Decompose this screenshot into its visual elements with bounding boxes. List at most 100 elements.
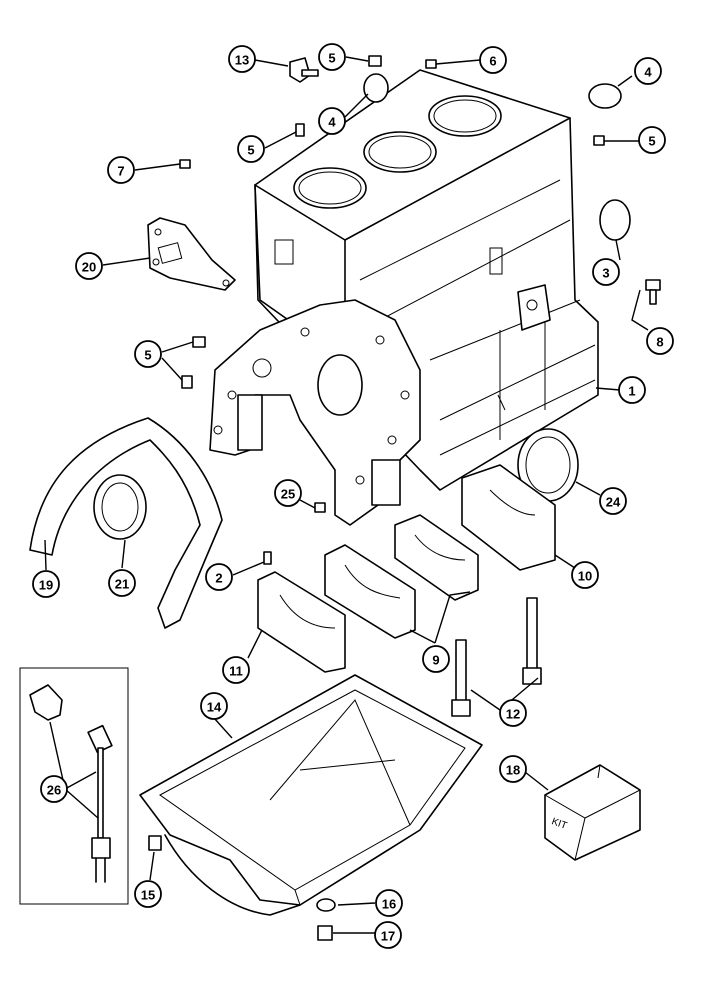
callout-circle [422, 645, 450, 673]
callout-20: 20 [75, 252, 103, 280]
callout-number: 7 [117, 164, 124, 179]
callout-10: 10 [571, 561, 599, 589]
callout-5: 5 [638, 126, 666, 154]
callout-number: 11 [229, 664, 243, 679]
callout-number: 25 [281, 487, 295, 502]
callout-circle [274, 479, 302, 507]
callout-5: 5 [134, 340, 162, 368]
callout-2: 2 [205, 563, 233, 591]
sensor-inset-26 [19, 667, 129, 905]
callout-4: 4 [318, 107, 346, 135]
callout-12: 12 [499, 699, 527, 727]
callout-circle [107, 156, 135, 184]
callout-1: 1 [618, 376, 646, 404]
gasket-19 [29, 417, 223, 629]
callout-circle [134, 880, 162, 908]
callout-number: 6 [489, 54, 496, 69]
bearing-cap-9a [394, 514, 479, 601]
callout-number: 5 [328, 51, 335, 66]
callout-number: 4 [328, 115, 336, 130]
callout-circle [228, 45, 256, 73]
callout-16: 16 [375, 889, 403, 917]
callout-number: 21 [115, 577, 129, 592]
callout-15: 15 [134, 880, 162, 908]
callout-number: 16 [382, 897, 396, 912]
callout-circle [108, 569, 136, 597]
callout-5: 5 [318, 43, 346, 71]
bearing-cap-11 [257, 571, 346, 673]
callout-18: 18 [499, 755, 527, 783]
callout-11: 11 [222, 656, 250, 684]
callout-number: 20 [82, 260, 96, 275]
callout-circle [40, 775, 68, 803]
callout-number: 4 [644, 65, 652, 80]
callout-circle [571, 561, 599, 589]
callout-number: 5 [648, 134, 655, 149]
callout-8: 8 [646, 327, 674, 355]
callout-number: 2 [215, 571, 222, 586]
callout-number: 18 [506, 763, 520, 778]
callout-circle [75, 252, 103, 280]
callout-circle [374, 921, 402, 949]
callout-circle [634, 57, 662, 85]
callout-9: 9 [422, 645, 450, 673]
callout-6: 6 [479, 46, 507, 74]
callout-circle [318, 107, 346, 135]
callout-number: 3 [602, 266, 609, 281]
callout-circle [375, 889, 403, 917]
bearing-cap-10 [461, 464, 556, 571]
callout-number: 9 [432, 653, 439, 668]
bearing-cap-9b [324, 544, 416, 639]
callout-number: 1 [628, 384, 635, 399]
kit-label: KIT [550, 816, 568, 832]
callout-number: 14 [207, 700, 222, 715]
callout-number: 5 [247, 143, 254, 158]
callout-circle [499, 699, 527, 727]
callout-circle [134, 340, 162, 368]
callout-3: 3 [592, 258, 620, 286]
callout-number: 24 [606, 495, 621, 510]
callout-circle [479, 46, 507, 74]
callout-24: 24 [599, 487, 627, 515]
callout-number: 13 [235, 53, 249, 68]
callout-circle [222, 656, 250, 684]
seal-21 [93, 474, 147, 540]
callout-19: 19 [32, 570, 60, 598]
callout-circle [599, 487, 627, 515]
small-parts [148, 55, 661, 941]
callout-number: 5 [144, 348, 151, 363]
callout-25: 25 [274, 479, 302, 507]
callout-4: 4 [634, 57, 662, 85]
callout-7: 7 [107, 156, 135, 184]
callout-number: 19 [39, 578, 53, 593]
leader-lines [44, 56, 649, 934]
callout-circle [200, 692, 228, 720]
callout-number: 26 [47, 783, 61, 798]
callout-14: 14 [200, 692, 228, 720]
callout-circle [499, 755, 527, 783]
callout-5: 5 [237, 135, 265, 163]
gasket-kit-box-18 [544, 764, 641, 861]
callout-circle [32, 570, 60, 598]
callout-circle [646, 327, 674, 355]
callout-circle [205, 563, 233, 591]
oil-pan-14 [139, 674, 483, 916]
callout-number: 8 [656, 335, 663, 350]
callout-number: 15 [141, 888, 155, 903]
callout-number: 17 [381, 929, 395, 944]
gasket-20 [147, 217, 236, 291]
callout-circle [638, 126, 666, 154]
callout-circle [592, 258, 620, 286]
callout-13: 13 [228, 45, 256, 73]
callout-number: 12 [506, 707, 520, 722]
callout-21: 21 [108, 569, 136, 597]
bolts-12 [451, 597, 542, 717]
callout-26: 26 [40, 775, 68, 803]
front-plate [209, 299, 421, 526]
callout-circle [237, 135, 265, 163]
callout-circle [618, 376, 646, 404]
callout-17: 17 [374, 921, 402, 949]
callout-circle [318, 43, 346, 71]
